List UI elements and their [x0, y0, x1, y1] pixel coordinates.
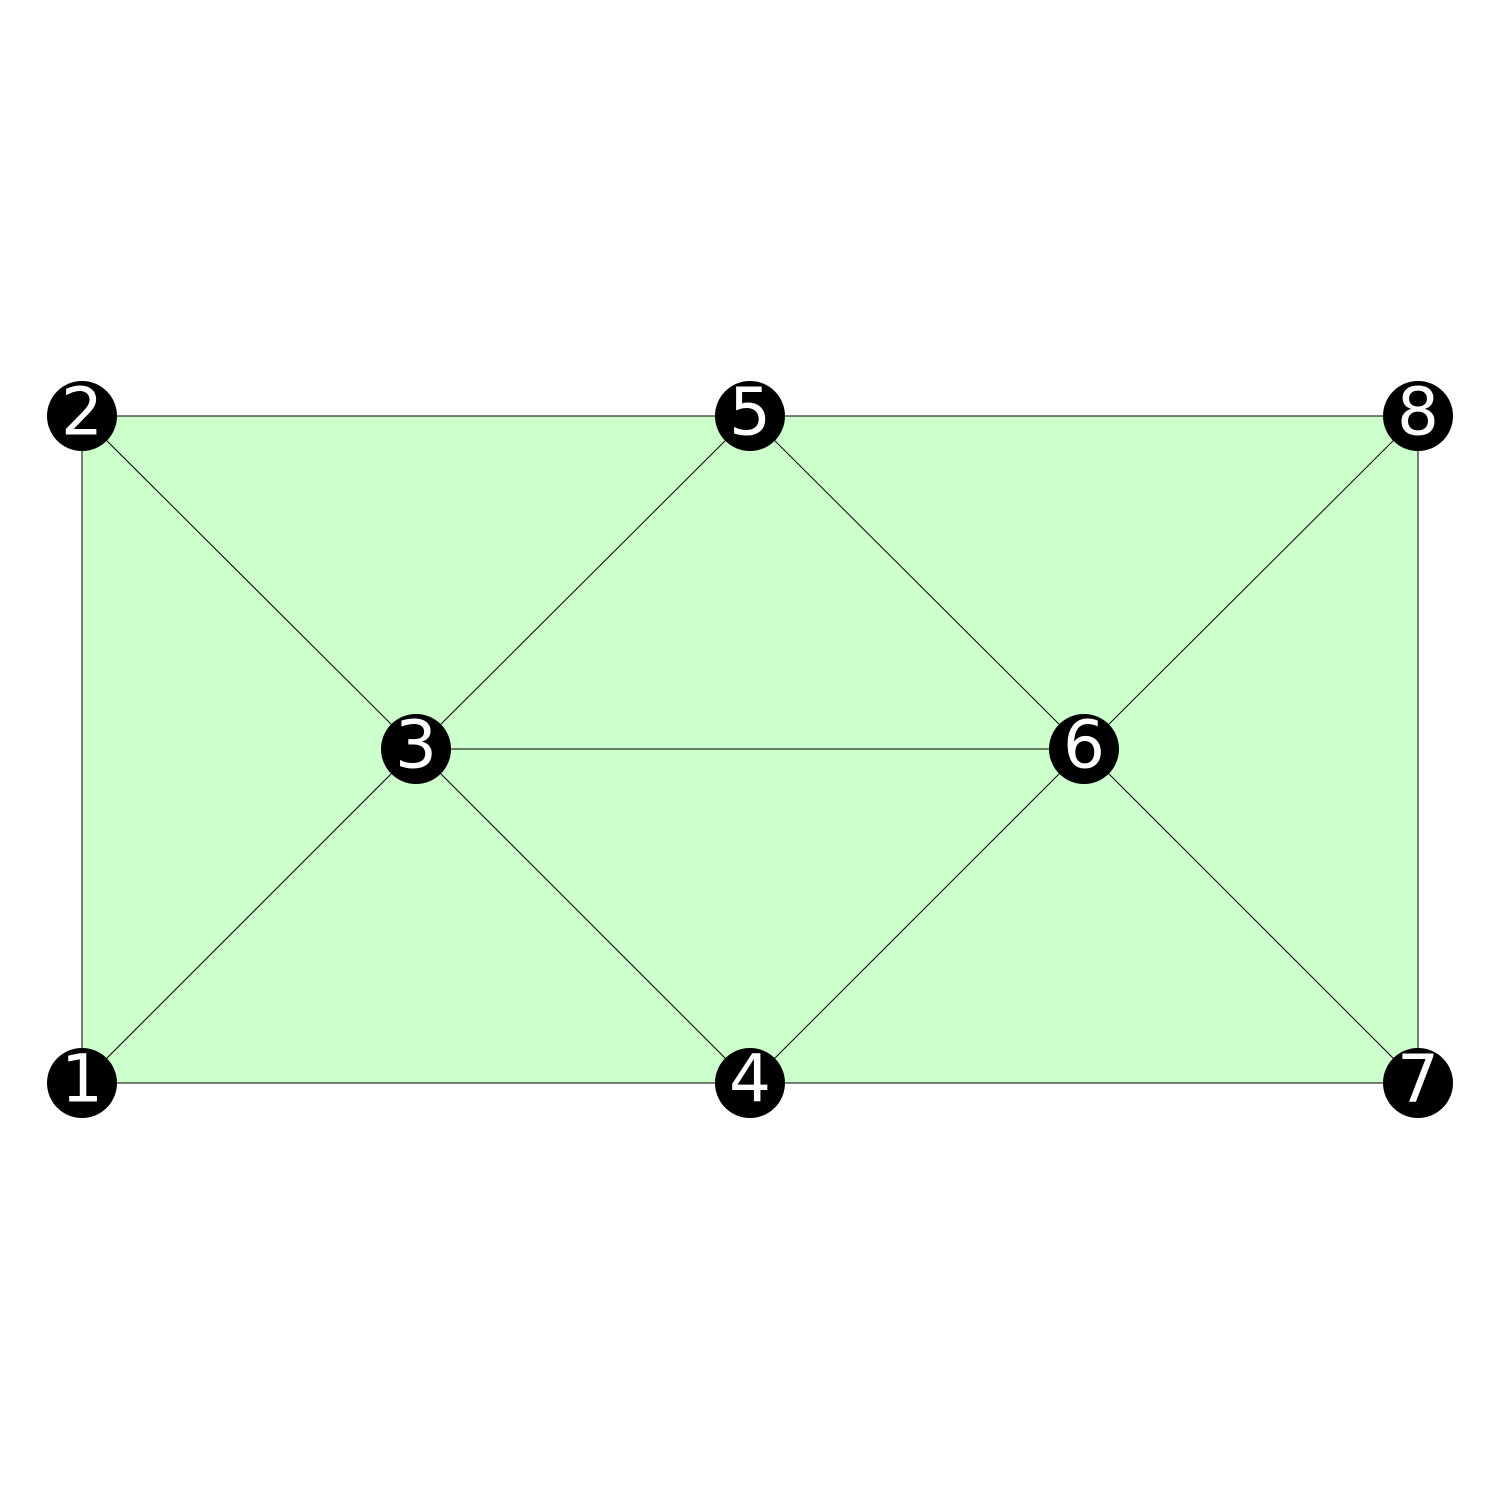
node-label: 3: [395, 707, 437, 784]
node-label: 1: [61, 1041, 103, 1118]
mesh-node-4: 4: [715, 1041, 785, 1118]
mesh-node-6: 6: [1049, 707, 1119, 784]
mesh-face-1-3-2: [82, 416, 416, 1083]
mesh-face-6-7-8: [1084, 416, 1418, 1083]
mesh-node-3: 3: [381, 707, 451, 784]
mesh-face-3-4-6: [416, 749, 1084, 1083]
mesh-edge-3-4: [415, 748, 751, 1084]
node-marker: [715, 1048, 785, 1118]
node-marker: [1383, 381, 1453, 451]
node-marker: [1383, 1048, 1453, 1118]
mesh-node-5: 5: [715, 374, 785, 451]
node-label: 8: [1397, 374, 1439, 451]
mesh-edge-6-7: [1083, 748, 1419, 1084]
node-marker: [47, 1048, 117, 1118]
mesh-node-8: 8: [1383, 374, 1453, 451]
mesh-face-1-4-3: [82, 749, 750, 1083]
node-label: 2: [61, 374, 103, 451]
node-marker: [715, 381, 785, 451]
mesh-node-7: 7: [1383, 1041, 1453, 1118]
node-label: 6: [1063, 707, 1105, 784]
node-label: 7: [1397, 1041, 1439, 1118]
mesh-edge-6-8: [1083, 415, 1419, 750]
node-label: 5: [729, 374, 771, 451]
node-marker: [47, 381, 117, 451]
mesh-nodes: 1 2 3 4 5 6 7 8: [47, 374, 1453, 1118]
node-marker: [1049, 714, 1119, 784]
node-marker: [381, 714, 451, 784]
node-label: 4: [729, 1041, 771, 1118]
mesh-node-1: 1: [47, 1041, 117, 1118]
mesh-node-2: 2: [47, 374, 117, 451]
mesh-face-3-6-5: [416, 416, 1084, 749]
mesh-edge-2-3: [81, 415, 417, 750]
mesh-edges: [81, 415, 1419, 1084]
mesh-face-5-6-8: [750, 416, 1418, 749]
mesh-face-4-7-6: [750, 749, 1418, 1083]
mesh-face-2-3-5: [82, 416, 750, 749]
mesh-edge-5-6: [749, 415, 1085, 750]
mesh-edge-3-5: [415, 415, 751, 750]
mesh-faces: [82, 416, 1418, 1083]
mesh-edge-4-6: [749, 748, 1085, 1084]
mesh-edge-1-3: [81, 748, 417, 1084]
